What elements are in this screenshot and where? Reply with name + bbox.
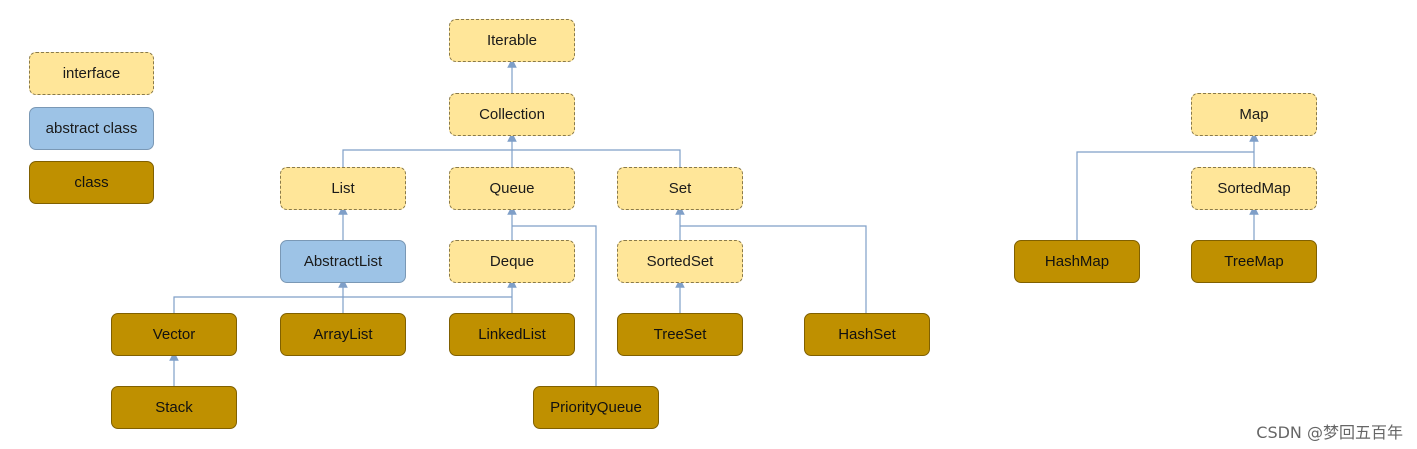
node-sortedmap: SortedMap (1191, 167, 1317, 210)
node-treemap: TreeMap (1191, 240, 1317, 283)
node-iterable: Iterable (449, 19, 575, 62)
node-deque: Deque (449, 240, 575, 283)
edge-hashmap-map (1076, 151, 1254, 240)
watermark: CSDN @梦回五百年 (1256, 423, 1403, 442)
legend-abstract-class: abstract class (29, 107, 154, 150)
edge-hashset-set (680, 225, 867, 313)
legend-interface: interface (29, 52, 154, 95)
node-arraylist: ArrayList (280, 313, 406, 356)
node-priorityqueue: PriorityQueue (533, 386, 659, 429)
node-map: Map (1191, 93, 1317, 136)
edge-priorityqueue-queue (512, 225, 597, 386)
node-vector: Vector (111, 313, 237, 356)
node-list: List (280, 167, 406, 210)
legend-class: class (29, 161, 154, 204)
node-stack: Stack (111, 386, 237, 429)
node-linkedlist: LinkedList (449, 313, 575, 356)
node-queue: Queue (449, 167, 575, 210)
node-hashmap: HashMap (1014, 240, 1140, 283)
edge-vector-abstractlist (173, 296, 512, 313)
node-sortedset: SortedSet (617, 240, 743, 283)
node-abstractlist: AbstractList (280, 240, 406, 283)
node-set: Set (617, 167, 743, 210)
node-treeset: TreeSet (617, 313, 743, 356)
node-hashset: HashSet (804, 313, 930, 356)
node-collection: Collection (449, 93, 575, 136)
